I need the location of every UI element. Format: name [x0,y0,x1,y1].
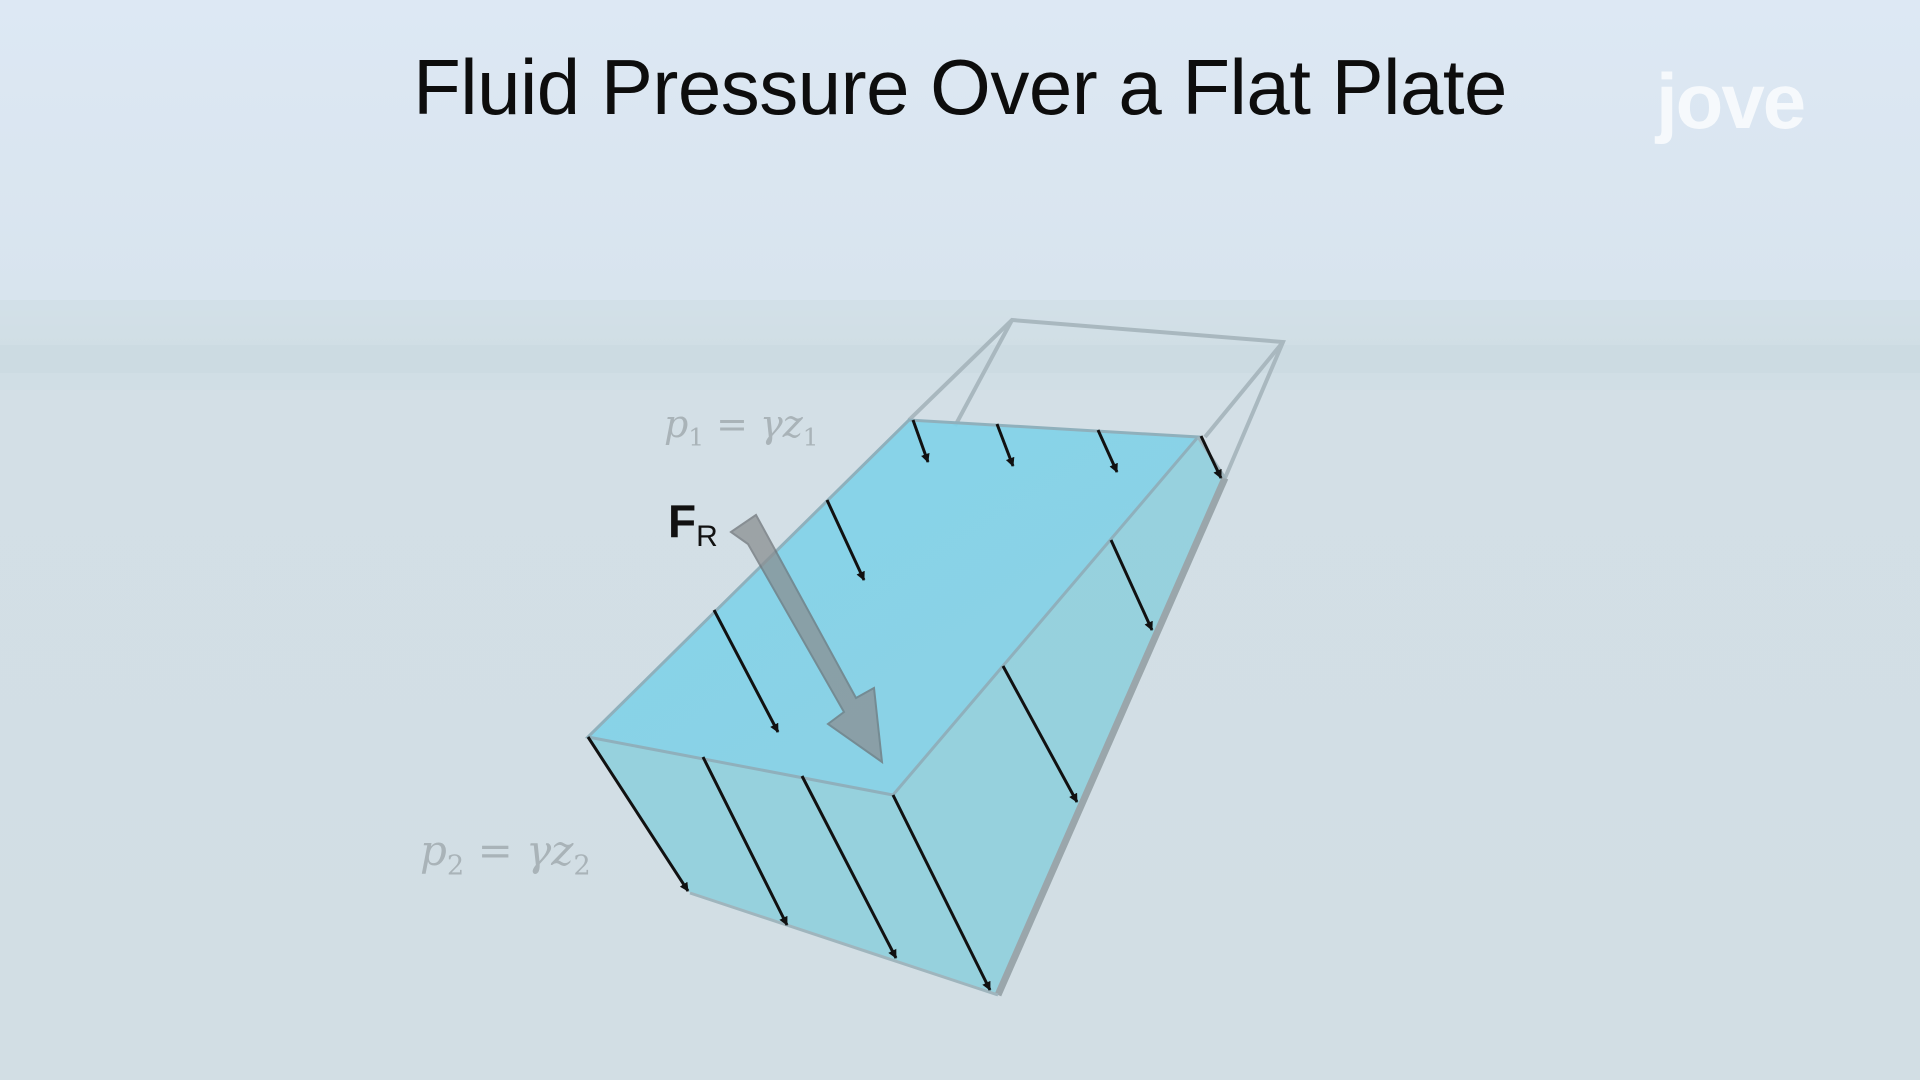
p1-equation: = γz [704,402,803,446]
fr-subscript: R [696,520,718,553]
jove-logo: jove [1656,57,1806,145]
p2-subscript: 2 [446,850,465,882]
container-frame [907,317,1286,479]
p2-symbol: p [420,826,447,875]
pressure-arrow [995,423,1015,467]
pressure-arrow [800,775,898,959]
pressure-arrow [586,736,690,892]
page-title: Fluid Pressure Over a Flat Plate [413,43,1507,131]
p2-label: p2 = γz2 [420,826,591,882]
pressure-arrow [1001,665,1079,803]
p1-symbol: p [664,402,689,446]
p2-equation: = γz [464,826,574,875]
pressure-arrow [911,419,930,463]
pressure-arrow [825,499,866,581]
p1-label: p1 = γz1 [664,402,819,452]
z2-subscript: 2 [573,850,591,882]
fr-symbol: F [668,495,697,547]
pressure-arrow [1109,539,1154,631]
pressure-arrows [586,419,1223,991]
pressure-arrow [891,794,992,991]
resultant-force-arrow [729,513,884,765]
pressure-arrow [1199,435,1223,479]
z1-subscript: 1 [802,422,819,452]
pressure-arrow [712,609,780,733]
pressure-arrow [701,756,789,926]
p1-subscript: 1 [688,422,705,452]
resultant-force-label: FR [668,494,718,554]
pressure-arrow [1096,429,1119,473]
water-volume [584,418,1229,997]
